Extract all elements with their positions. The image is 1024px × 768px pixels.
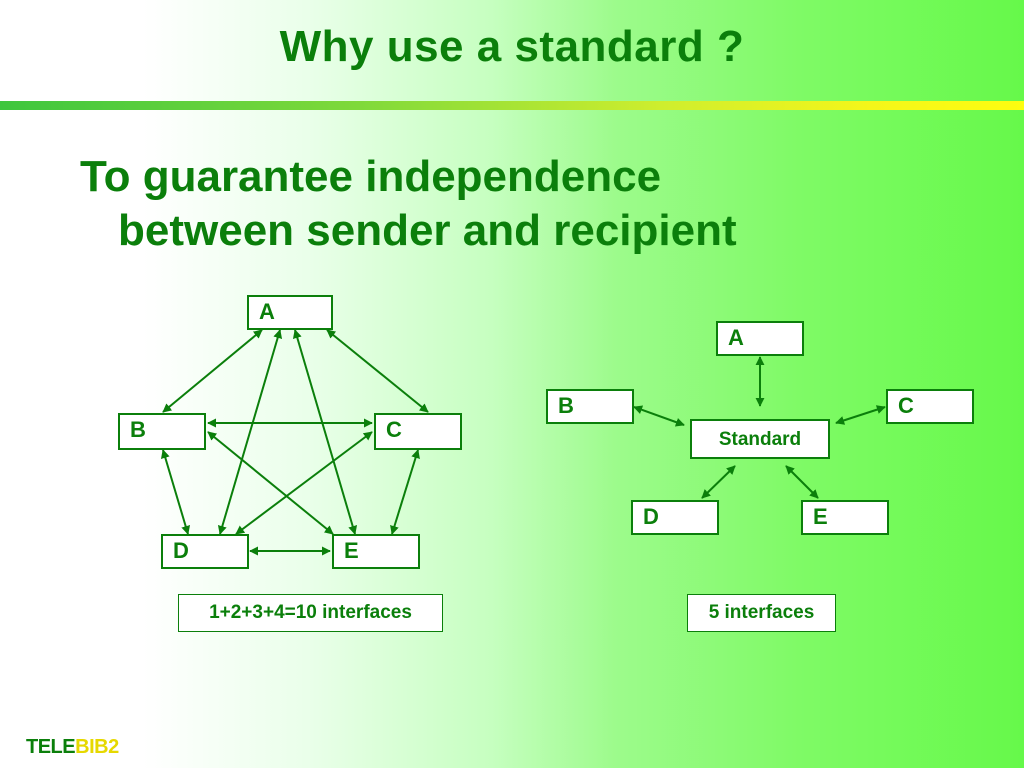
left-node-e: E (332, 534, 420, 569)
logo-part-tele: TELE (26, 736, 76, 758)
right-node-c: C (886, 389, 974, 424)
arrow-b-d (160, 449, 191, 535)
right-node-d: D (631, 500, 719, 535)
telebib2-logo: TELEBIB2 (26, 736, 119, 759)
subtitle-line-1: To guarantee independence (80, 152, 662, 201)
arrow-e-standard (785, 465, 819, 499)
right-node-b: B (546, 389, 634, 424)
subtitle-line-2: between sender and recipient (118, 206, 737, 255)
arrow-b-e (207, 431, 334, 535)
slide-title: Why use a standard ? (279, 22, 745, 71)
standard-hub: Standard (690, 419, 830, 459)
right-node-e: E (801, 500, 889, 535)
left-caption: 1+2+3+4=10 interfaces (178, 594, 443, 632)
arrow-c-standard (835, 405, 886, 425)
right-caption: 5 interfaces (687, 594, 836, 632)
slide-subtitle: To guarantee independence between sender… (80, 150, 960, 258)
left-node-d: D (161, 534, 249, 569)
left-node-b: B (118, 413, 206, 450)
right-node-a: A (716, 321, 804, 356)
arrow-a-c (326, 329, 429, 413)
arrow-b-standard (633, 405, 685, 427)
arrow-d-standard (701, 465, 736, 499)
left-node-a: A (247, 295, 333, 330)
title-divider (0, 101, 1024, 110)
arrow-a-e (292, 329, 358, 535)
arrow-a-d (217, 329, 283, 535)
logo-part-bib: BIB2 (75, 736, 119, 758)
left-node-c: C (374, 413, 462, 450)
arrow-c-d (235, 431, 373, 535)
arrow-a-b (162, 329, 263, 413)
arrow-c-e (390, 449, 420, 535)
